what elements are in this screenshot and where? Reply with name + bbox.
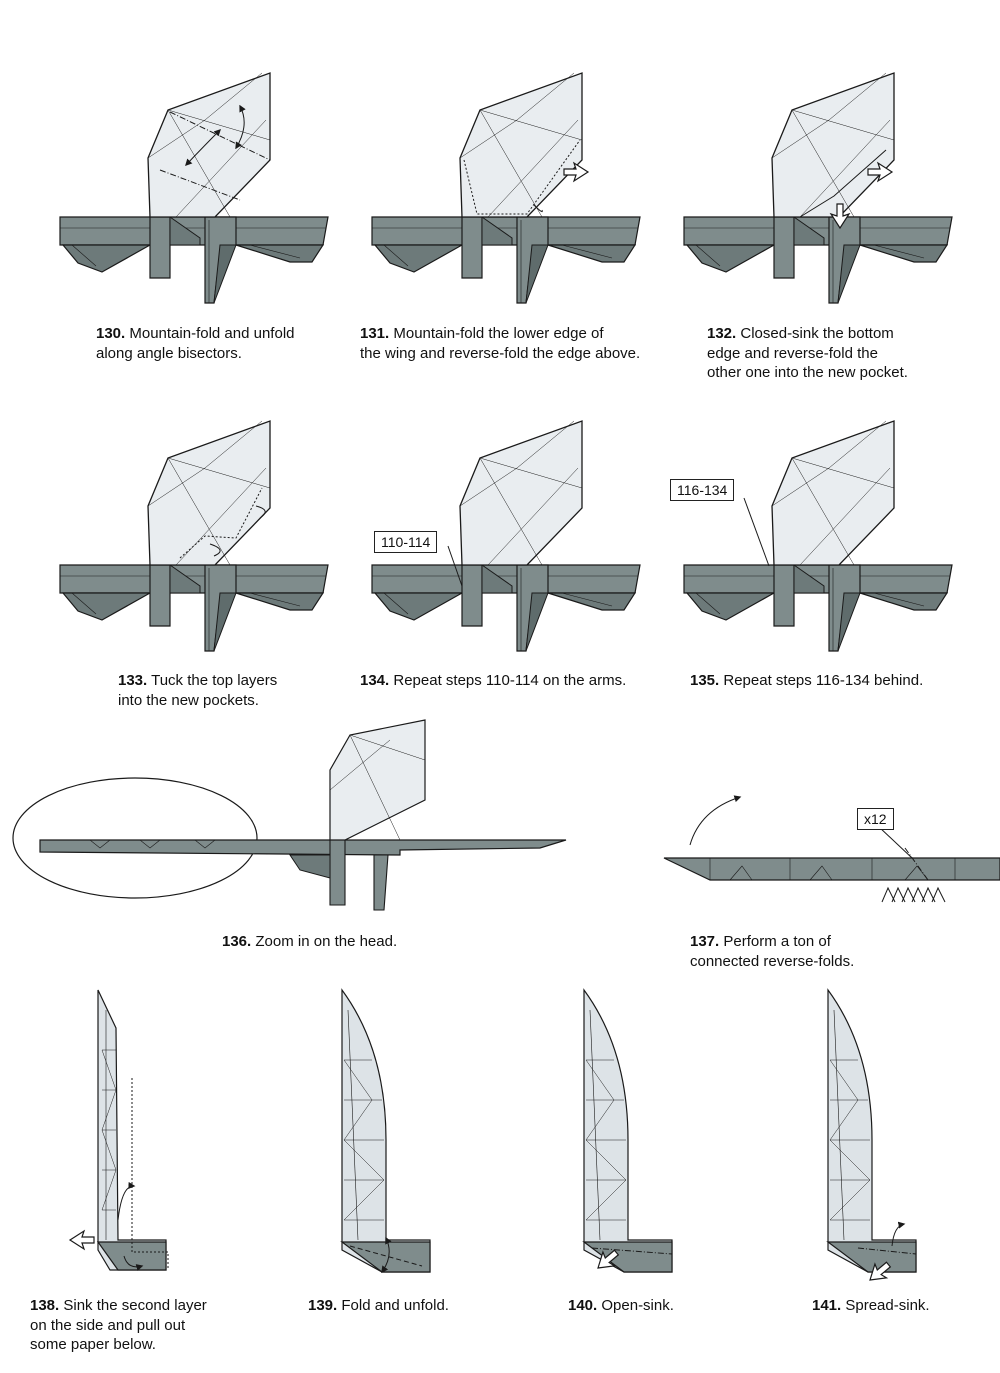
figure-130 [59,72,329,304]
caption-132: 132. Closed-sink the bottom edge and rev… [707,325,908,381]
caption-134: 134. Repeat steps 110-114 on the arms. [360,672,627,689]
figure-132 [683,72,953,304]
caption-139: 139. Fold and unfold. [308,1297,449,1314]
figure-131 [371,72,641,304]
figure-140 [583,989,673,1276]
caption-133: 133. Tuck the top layers into the new po… [118,672,278,709]
caption-135: 135. Repeat steps 116-134 behind. [690,672,924,689]
figure-141 [827,989,917,1288]
caption-131: 131. Mountain-fold the lower edge of the… [360,325,641,362]
figure-134 [371,420,641,652]
ref-box-116-134: 116-134 [670,479,735,501]
caption-137: 137. Perform a ton of connected reverse-… [690,933,855,970]
caption-136: 136. Zoom in on the head. [222,933,398,950]
caption-140: 140. Open-sink. [568,1297,674,1314]
ref-box-110-114: 110-114 [374,531,438,553]
figure-135 [683,420,953,652]
caption-141: 141. Spread-sink. [812,1297,930,1314]
ref-box-x12: x12 [857,808,894,830]
caption-138: 138. Sink the second layer on the side a… [30,1297,207,1353]
figure-137 [663,795,1000,903]
figure-133 [59,420,329,652]
figure-139 [341,989,431,1274]
figure-138 [69,989,169,1271]
caption-130: 130. Mountain-fold and unfold along angl… [96,325,295,362]
figure-136 [12,719,567,911]
